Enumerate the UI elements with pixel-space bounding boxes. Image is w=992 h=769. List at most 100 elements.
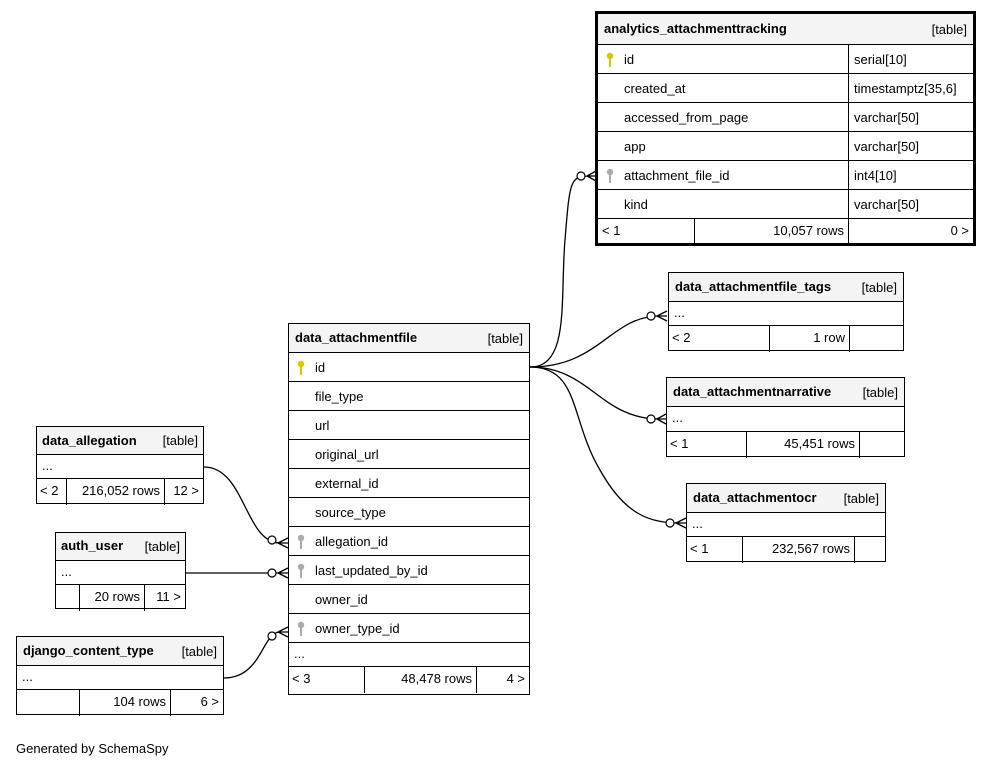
table-name: data_attachmentocr xyxy=(693,490,817,505)
table-header: data_attachmentocr [table] xyxy=(687,484,885,513)
ellipsis-row: ... xyxy=(37,455,203,479)
parents-count[interactable]: < 2 xyxy=(672,330,691,345)
foreign-key-icon xyxy=(297,621,305,636)
table-name: analytics_attachmenttracking xyxy=(604,21,787,36)
ellipsis-row: ... xyxy=(687,513,885,537)
table-name: auth_user xyxy=(61,538,124,553)
crowfoot xyxy=(656,413,667,425)
column-row: id xyxy=(289,353,529,382)
column-name: created_at xyxy=(624,81,686,96)
column-row: original_url xyxy=(289,440,529,469)
table-data-attachmentfile-tags[interactable]: data_attachmentfile_tags [table] ... < 2… xyxy=(668,272,904,352)
table-footer: < 2 1 row xyxy=(669,326,903,352)
parents-count[interactable]: < 1 xyxy=(670,436,689,451)
column-row: url xyxy=(289,411,529,440)
children-count[interactable]: 12 > xyxy=(173,483,199,498)
column-type: serial[10] xyxy=(854,52,907,67)
crowfoot xyxy=(277,537,289,549)
table-data-attachmentnarrative[interactable]: data_attachmentnarrative [table] ... < 1… xyxy=(666,377,905,458)
children-count[interactable]: 11 > xyxy=(156,589,181,604)
row-count: 48,478 rows xyxy=(401,671,472,686)
table-type-label: [table] xyxy=(862,385,898,400)
table-type-label: [table] xyxy=(162,433,198,448)
column-name: app xyxy=(624,139,646,154)
table-footer: < 1 10,057 rows 0 > xyxy=(598,219,973,245)
children-count[interactable]: 6 > xyxy=(200,694,219,709)
table-header: data_attachmentfile_tags [table] xyxy=(669,273,903,302)
crowfoot xyxy=(277,626,289,638)
table-type-label: [table] xyxy=(487,331,523,346)
ellipsis-row: ... xyxy=(56,561,185,585)
table-django-content-type[interactable]: django_content_type [table] ... 104 rows… xyxy=(16,636,224,716)
column-name: external_id xyxy=(315,476,379,491)
table-name: data_attachmentfile_tags xyxy=(675,279,832,294)
crowfoot xyxy=(675,517,687,529)
table-auth-user[interactable]: auth_user [table] ... 20 rows 11 > xyxy=(55,532,186,611)
ellipsis-row: ... xyxy=(289,643,529,667)
column-row: external_id xyxy=(289,469,529,498)
row-count: 232,567 rows xyxy=(771,541,850,556)
table-data-allegation[interactable]: data_allegation [table] ... < 2 216,052 … xyxy=(36,426,204,505)
generator-credit: Generated by SchemaSpy xyxy=(16,741,169,756)
foreign-key-icon xyxy=(297,563,305,578)
table-type-label: [table] xyxy=(931,22,967,37)
column-name: allegation_id xyxy=(315,534,389,549)
column-row: owner_type_id xyxy=(289,614,529,643)
column-name: file_type xyxy=(315,389,364,404)
column-name: accessed_from_page xyxy=(624,110,749,125)
column-name: url xyxy=(315,418,330,433)
parents-count[interactable]: < 1 xyxy=(690,541,709,556)
column-row: source_type xyxy=(289,498,529,527)
column-name: owner_id xyxy=(315,592,368,607)
rel-file-narrative xyxy=(529,366,661,420)
column-row: accessed_from_page varchar[50] xyxy=(598,102,973,132)
column-row: id serial[10] xyxy=(598,44,973,74)
row-count: 10,057 rows xyxy=(773,223,844,238)
table-type-label: [table] xyxy=(861,280,897,295)
column-row: kind varchar[50] xyxy=(598,189,973,219)
table-name: data_allegation xyxy=(42,433,137,448)
column-name: source_type xyxy=(315,505,386,520)
ellipsis-row: ... xyxy=(17,666,223,690)
column-row: created_at timestamptz[35,6] xyxy=(598,73,973,103)
column-name: last_updated_by_id xyxy=(315,563,428,578)
table-header: analytics_attachmenttracking [table] xyxy=(598,14,973,45)
parents-count[interactable]: < 3 xyxy=(292,671,311,686)
row-count: 1 row xyxy=(813,330,845,345)
row-count: 216,052 rows xyxy=(81,483,160,498)
children-count[interactable]: 4 > xyxy=(506,671,525,686)
column-type: varchar[50] xyxy=(854,197,920,212)
column-name: attachment_file_id xyxy=(624,168,730,183)
row-count: 45,451 rows xyxy=(784,436,855,451)
column-name: owner_type_id xyxy=(315,621,400,636)
table-data-attachmentfile[interactable]: data_attachmentfile [table] id file_type… xyxy=(288,323,530,695)
row-count: 104 rows xyxy=(113,694,166,709)
table-footer: 104 rows 6 > xyxy=(17,690,223,716)
table-data-attachmentocr[interactable]: data_attachmentocr [table] ... < 1 232,5… xyxy=(686,483,886,563)
foreign-key-icon xyxy=(297,534,305,549)
table-header: data_attachmentfile [table] xyxy=(289,324,529,353)
parents-count[interactable]: < 2 xyxy=(40,483,59,498)
column-name: kind xyxy=(624,197,648,212)
table-analytics-attachmenttracking[interactable]: analytics_attachmenttracking [table] id … xyxy=(595,11,976,246)
table-type-label: [table] xyxy=(843,491,879,506)
column-row: allegation_id xyxy=(289,527,529,556)
ellipsis-row: ... xyxy=(669,302,903,326)
table-footer: < 2 216,052 rows 12 > xyxy=(37,479,203,505)
column-row: last_updated_by_id xyxy=(289,556,529,585)
table-name: data_attachmentnarrative xyxy=(673,384,832,399)
primary-key-icon xyxy=(606,52,614,67)
column-name: id xyxy=(624,52,635,67)
crowfoot xyxy=(586,170,597,182)
column-type: varchar[50] xyxy=(854,139,920,154)
table-name: django_content_type xyxy=(23,643,154,658)
row-count: 20 rows xyxy=(94,589,140,604)
ellipsis-row: ... xyxy=(667,407,904,432)
column-name: id xyxy=(315,360,326,375)
table-footer: < 1 45,451 rows xyxy=(667,432,904,458)
crowfoot xyxy=(656,310,668,322)
children-count[interactable]: 0 > xyxy=(950,223,969,238)
column-row: owner_id xyxy=(289,585,529,614)
parents-count[interactable]: < 1 xyxy=(602,223,621,238)
